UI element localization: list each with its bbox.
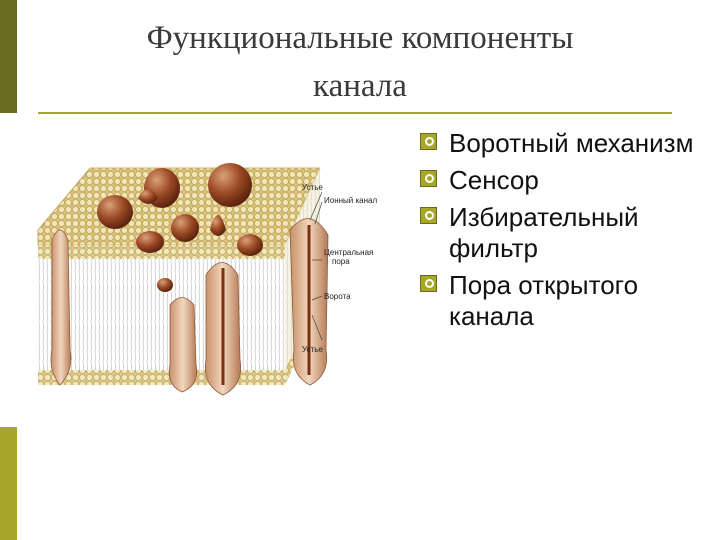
surface-proteins	[97, 163, 263, 292]
component-list: Воротный механизм Сенсор Избирательный ф…	[420, 128, 715, 338]
membrane-channel-diagram: Устье Ионный канал Центральная пора Воро…	[37, 163, 377, 396]
accent-bar-bottom	[0, 427, 17, 540]
title-divider	[38, 112, 672, 114]
bullet-icon	[420, 207, 437, 224]
list-item: Воротный механизм	[420, 128, 715, 159]
list-item-text: Избирательный фильтр	[449, 202, 639, 263]
bullet-icon	[420, 275, 437, 292]
list-item: Пора открытого канала	[420, 270, 715, 332]
bullet-icon	[420, 170, 437, 187]
label-mouth-top: Устье	[302, 183, 323, 192]
label-central-pore-line-2: пора	[332, 257, 350, 266]
accent-bar-top	[0, 0, 17, 113]
label-gate: Ворота	[324, 292, 351, 301]
list-item-text: Сенсор	[449, 165, 539, 195]
list-item: Избирательный фильтр	[420, 202, 715, 264]
slide-title: Функциональные компоненты канала	[40, 14, 680, 110]
list-item: Сенсор	[420, 165, 715, 196]
slide-title-line-2: канала	[313, 68, 407, 104]
label-ion-channel: Ионный канал	[324, 196, 377, 205]
slide-title-line-1: Функциональные компоненты	[146, 20, 574, 56]
list-item-text: Пора открытого канала	[449, 270, 639, 331]
label-central-pore-line-1: Центральная	[324, 248, 373, 257]
bullet-icon	[420, 133, 437, 150]
label-mouth-bottom: Устье	[302, 345, 323, 354]
list-item-text: Воротный механизм	[449, 128, 694, 158]
ion-channel-proteins	[50, 218, 329, 396]
label-leader-lines	[309, 191, 323, 341]
